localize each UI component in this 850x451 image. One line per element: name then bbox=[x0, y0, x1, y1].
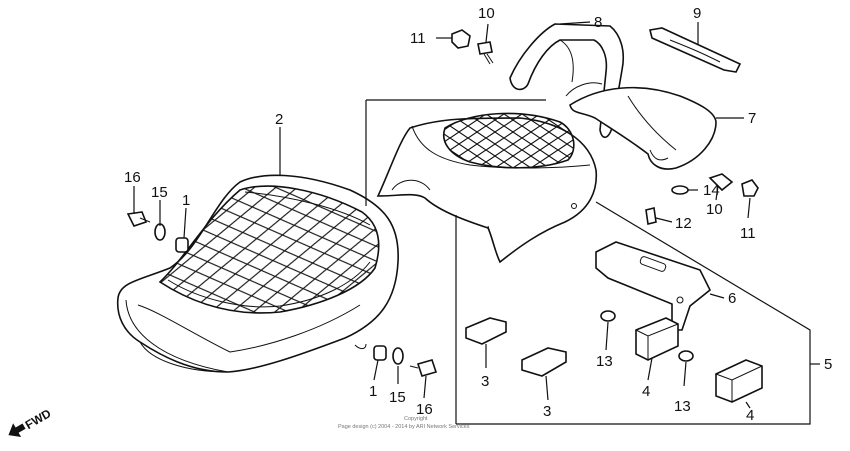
callout-11-top: 11 bbox=[410, 30, 426, 47]
callout-6: 6 bbox=[728, 290, 736, 307]
copyright-line-2: Page design (c) 2004 - 2014 by ARI Netwo… bbox=[338, 424, 470, 430]
callout-9: 9 bbox=[693, 5, 701, 22]
callout-13-left: 13 bbox=[596, 353, 613, 370]
callout-1-bottom: 1 bbox=[369, 383, 377, 400]
hardware bbox=[126, 29, 763, 403]
callout-13-right: 13 bbox=[674, 398, 691, 415]
grab-rail bbox=[509, 23, 625, 139]
callout-11-right: 11 bbox=[740, 225, 756, 242]
callout-3-right: 3 bbox=[543, 403, 551, 420]
callout-labels: 2 16 15 1 11 10 8 9 7 14 12 10 11 6 5 13… bbox=[124, 5, 832, 424]
forward-arrow: FWD bbox=[8, 406, 54, 438]
callout-14: 14 bbox=[703, 182, 720, 199]
callout-16-left: 16 bbox=[124, 169, 141, 186]
callout-4-left: 4 bbox=[642, 383, 650, 400]
callout-15-bottom: 15 bbox=[389, 389, 406, 406]
group-5-bracket bbox=[365, 99, 820, 425]
tail-cover bbox=[569, 86, 717, 170]
seat-bracket bbox=[595, 241, 712, 331]
callout-4-right: 4 bbox=[746, 407, 754, 424]
fwd-label: FWD bbox=[23, 406, 54, 432]
main-seat bbox=[116, 174, 399, 373]
emblem bbox=[649, 27, 742, 73]
arrow-left-icon bbox=[8, 423, 26, 438]
callout-3-left: 3 bbox=[481, 373, 489, 390]
callout-16-bottom: 16 bbox=[416, 401, 433, 418]
callout-1-left: 1 bbox=[182, 192, 190, 209]
leader-lines bbox=[133, 21, 751, 409]
rear-seat-cowl bbox=[376, 112, 598, 264]
callout-10-top: 10 bbox=[478, 5, 495, 22]
callout-10-right: 10 bbox=[706, 201, 723, 218]
callout-12: 12 bbox=[675, 215, 692, 232]
callout-2: 2 bbox=[275, 111, 283, 128]
callout-5: 5 bbox=[824, 356, 832, 373]
callout-8: 8 bbox=[594, 14, 602, 31]
callout-7: 7 bbox=[748, 110, 756, 127]
copyright-line-1: Copyright bbox=[404, 416, 428, 422]
callout-15-left: 15 bbox=[151, 184, 168, 201]
